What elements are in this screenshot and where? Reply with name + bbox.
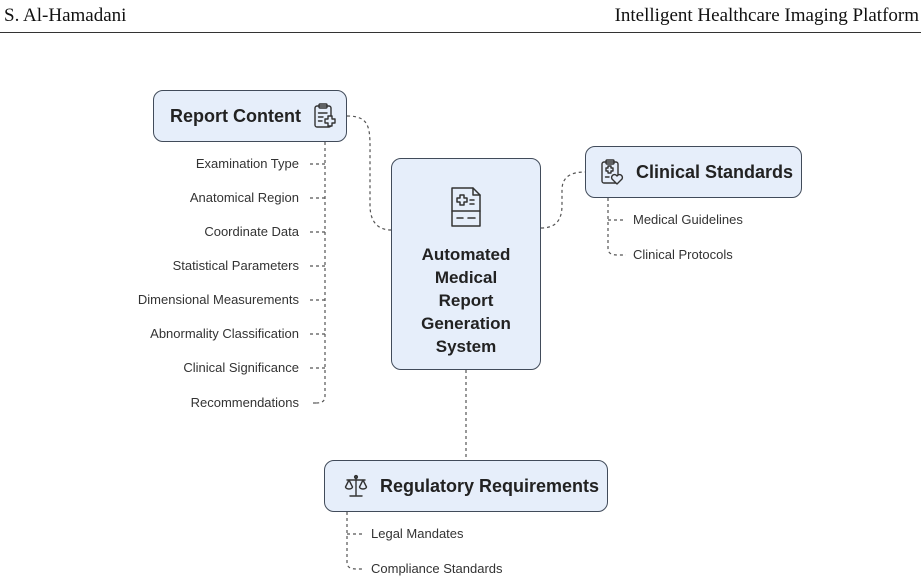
clinical-trunk	[607, 198, 626, 256]
clinical-item-medical-guidelines: Medical Guidelines	[633, 212, 743, 227]
clipboard-plus-icon	[314, 103, 336, 128]
center-title-line-4: Generation	[421, 314, 511, 333]
center-title-line-3: Report	[438, 291, 494, 310]
center-node: Automated Medical Report Generation Syst…	[391, 158, 541, 370]
center-title: Automated Medical Report Generation Syst…	[421, 243, 511, 358]
page-header: S. Al-Hamadani Intelligent Healthcare Im…	[0, 0, 921, 33]
report-item-dimensional-measurements: Dimensional Measurements	[137, 292, 299, 307]
header-author: S. Al-Hamadani	[4, 5, 127, 26]
report-item-examination-type: Examination Type	[195, 156, 299, 171]
scales-icon	[344, 474, 368, 497]
center-title-line-5: System	[435, 337, 497, 356]
report-item-abnormality-classification: Abnormality Classification	[150, 326, 299, 341]
center-title-line-2: Medical	[434, 268, 498, 287]
report-item-coordinate-data: Coordinate Data	[204, 224, 299, 239]
clinical-standards-title: Clinical Standards	[636, 161, 794, 182]
medical-report-icon	[451, 187, 481, 227]
connector-report-to-center	[346, 115, 392, 231]
regulatory-item-compliance-standards: Compliance Standards	[371, 561, 503, 576]
center-title-line-1: Automated	[421, 245, 511, 264]
report-item-clinical-significance: Clinical Significance	[183, 360, 299, 375]
clinical-standards-node: Clinical Standards	[585, 146, 802, 198]
regulatory-item-legal-mandates: Legal Mandates	[371, 526, 464, 541]
clinical-item-clinical-protocols: Clinical Protocols	[633, 247, 733, 262]
regulatory-requirements-node: Regulatory Requirements	[324, 460, 608, 512]
report-content-trunk	[315, 142, 326, 404]
regulatory-requirements-title: Regulatory Requirements	[380, 475, 600, 496]
report-content-node: Report Content	[153, 90, 347, 142]
report-item-anatomical-region: Anatomical Region	[189, 190, 299, 205]
connector-center-to-clinical	[540, 171, 586, 229]
report-content-title: Report Content	[170, 105, 301, 126]
report-item-recommendations: Recommendations	[190, 395, 299, 410]
clipboard-heart-icon	[601, 159, 624, 185]
report-item-statistical-parameters: Statistical Parameters	[172, 258, 299, 273]
header-title: Intelligent Healthcare Imaging Platform	[614, 5, 919, 26]
regulatory-trunk	[346, 512, 364, 570]
